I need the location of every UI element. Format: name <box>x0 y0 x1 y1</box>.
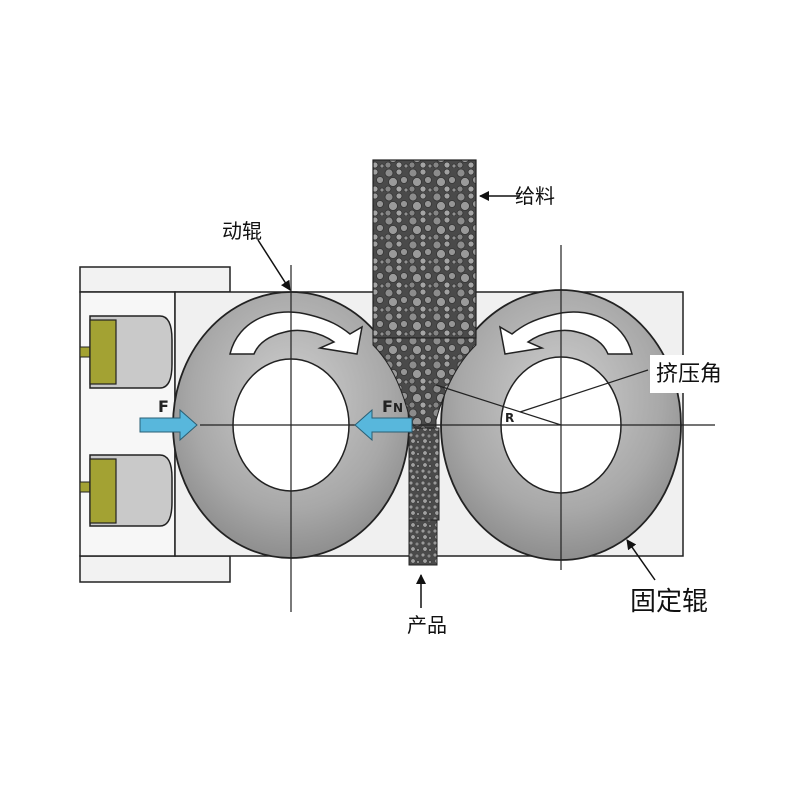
fixed-roll-label: 固定辊 <box>630 587 708 617</box>
feed-label: 给料 <box>515 184 555 208</box>
nip-angle-lines <box>435 369 649 426</box>
pointer-arrows <box>257 191 656 608</box>
moving-roll-label: 动辊 <box>222 219 262 243</box>
nip-angle-label-bg <box>650 355 740 393</box>
radius-label: R <box>505 411 514 425</box>
force-arrow-right <box>354 408 413 442</box>
rotation-arrow-right <box>498 311 633 355</box>
force-label-left: F <box>158 397 169 416</box>
hydraulic-cylinder-bottom <box>79 454 173 527</box>
force-arrow-left <box>139 408 198 442</box>
feed-material <box>372 159 477 566</box>
rotation-arrow-left <box>229 311 364 355</box>
product-label: 产品 <box>407 613 447 637</box>
nip-angle-label: 挤压角 <box>656 362 722 387</box>
force-label-right: FN <box>382 397 403 416</box>
hydraulic-cylinder-top <box>79 315 173 389</box>
center-lines <box>200 245 715 612</box>
